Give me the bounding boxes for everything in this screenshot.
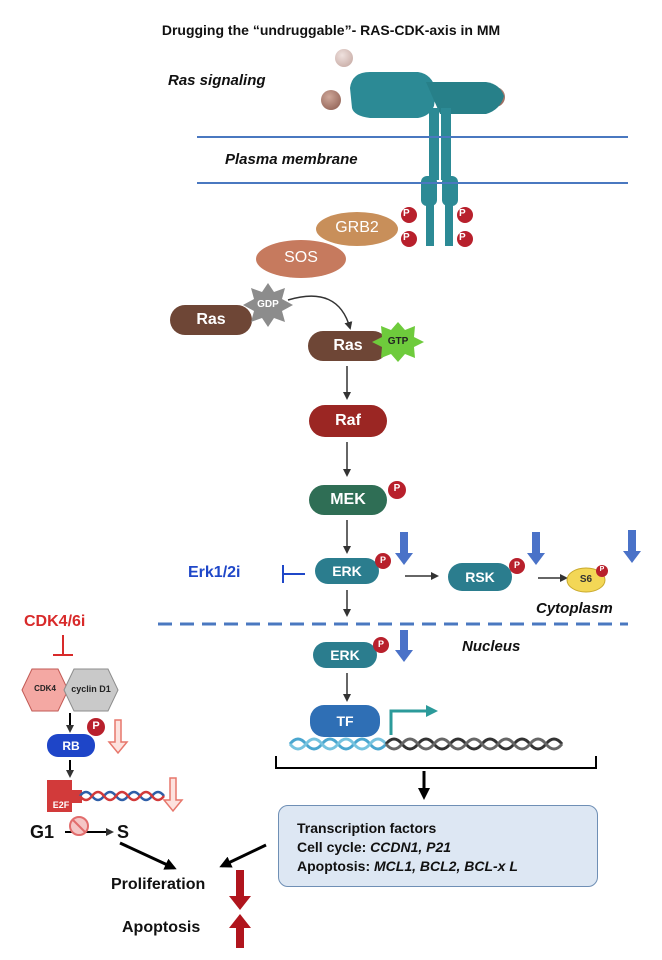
ligand-ball (321, 90, 341, 110)
erk-inhibitor-label: Erk1/2i (188, 564, 241, 581)
mek-node (309, 485, 387, 515)
diagram-title: Drugging the “undruggable”- RAS-CDK-axis… (161, 22, 501, 38)
phospho-label: P (403, 232, 410, 243)
phospho-label: P (393, 483, 401, 494)
ras-gdp-node (170, 305, 252, 335)
rsk-label: RSK (465, 569, 495, 585)
rb-node (47, 734, 95, 757)
rb-down-arrow (107, 719, 129, 755)
tf-node (310, 705, 380, 737)
g1-label: G1 (30, 822, 55, 842)
erk-label: ERK (332, 563, 362, 579)
raf-label: Raf (335, 412, 361, 429)
apoptosis-genes: MCL1, BCL2, BCL-x L (374, 858, 518, 874)
phospho-label: P (379, 555, 386, 565)
phospho-label: P (513, 560, 520, 570)
proliferation-down-arrow (229, 870, 251, 910)
apoptosis-up-arrow (229, 914, 251, 948)
mek-label: MEK (330, 491, 366, 508)
arrow-box-proliferation (219, 843, 267, 868)
cell-cycle-label: Cell cycle: (297, 839, 367, 855)
erk-node (315, 558, 379, 584)
cyclin-d1-node (63, 668, 119, 712)
e2f-down-arrow (162, 777, 184, 813)
apoptosis-genes-label: Apoptosis: (297, 858, 371, 874)
e2f-node (47, 780, 82, 812)
phospho-s6 (596, 565, 608, 577)
phospho-label: P (459, 208, 466, 219)
erk-nucleus-label: ERK (330, 647, 360, 663)
tf-box-heading: Transcription factors (297, 820, 437, 836)
dna-helix-nucleus (288, 737, 564, 751)
phospho-label: P (377, 639, 384, 649)
ras-signaling-label: Ras signaling (168, 72, 266, 89)
phospho-label: P (599, 566, 605, 573)
exchange-arrow (287, 295, 353, 330)
s6-node (566, 567, 606, 593)
erk-nucleus-node (313, 642, 377, 668)
transcription-start-arrow (389, 705, 438, 735)
rsk-node (448, 563, 512, 591)
phospho-label: P (92, 720, 100, 732)
raf-node (309, 405, 387, 437)
gtp-star (372, 322, 424, 362)
phospho-label: P (459, 232, 466, 243)
cytoplasm-label: Cytoplasm (536, 600, 613, 617)
block-icon (69, 816, 89, 836)
apoptosis-label: Apoptosis (122, 919, 201, 936)
ligand-ball (335, 49, 353, 67)
transcription-factors-box: Transcription factors Cell cycle: CCDN1,… (278, 805, 598, 887)
e2f-label: E2F (52, 800, 70, 810)
phospho-mek (388, 481, 406, 499)
ras-gdp-label: Ras (196, 311, 226, 328)
sos-node (256, 240, 346, 278)
s-phase-label: S (117, 822, 130, 842)
s6-label: S6 (579, 574, 593, 585)
ras-gtp-label: Ras (333, 337, 363, 354)
blue-down-arrows (395, 530, 641, 662)
gtp-label: GTP (387, 336, 409, 347)
proliferation-label: Proliferation (111, 876, 206, 893)
phospho-rsk (509, 558, 525, 574)
phospho-label: P (403, 208, 410, 219)
cell-cycle-genes: CCDN1, P21 (370, 839, 452, 855)
plasma-membrane-label: Plasma membrane (225, 151, 358, 168)
gene-bracket (275, 756, 597, 769)
ras-gtp-node (308, 331, 388, 361)
phospho-group-receptor (401, 207, 473, 247)
gdp-star (243, 283, 293, 327)
cdk4-label: CDK4 (34, 684, 56, 693)
phospho-rb (87, 718, 105, 736)
gdp-label: GDP (257, 299, 279, 310)
tf-box-cell-cycle: Cell cycle: CCDN1, P21 (297, 839, 451, 855)
rb-label: RB (62, 739, 80, 753)
phospho-erk (375, 553, 391, 569)
nucleus-label: Nucleus (462, 638, 521, 655)
cdk-inhibitor-label: CDK4/6i (24, 613, 86, 630)
grb2-node (316, 212, 398, 246)
grb2-label: GRB2 (335, 219, 379, 236)
sos-label: SOS (284, 249, 318, 266)
arrow-s-proliferation (119, 841, 177, 870)
phospho-erk-nucleus (373, 637, 389, 653)
dna-helix-e2f (79, 790, 165, 802)
cyclin-d1-label: cyclin D1 (71, 684, 111, 694)
tf-box-apoptosis: Apoptosis: MCL1, BCL2, BCL-x L (297, 858, 518, 874)
tf-label: TF (336, 713, 354, 729)
